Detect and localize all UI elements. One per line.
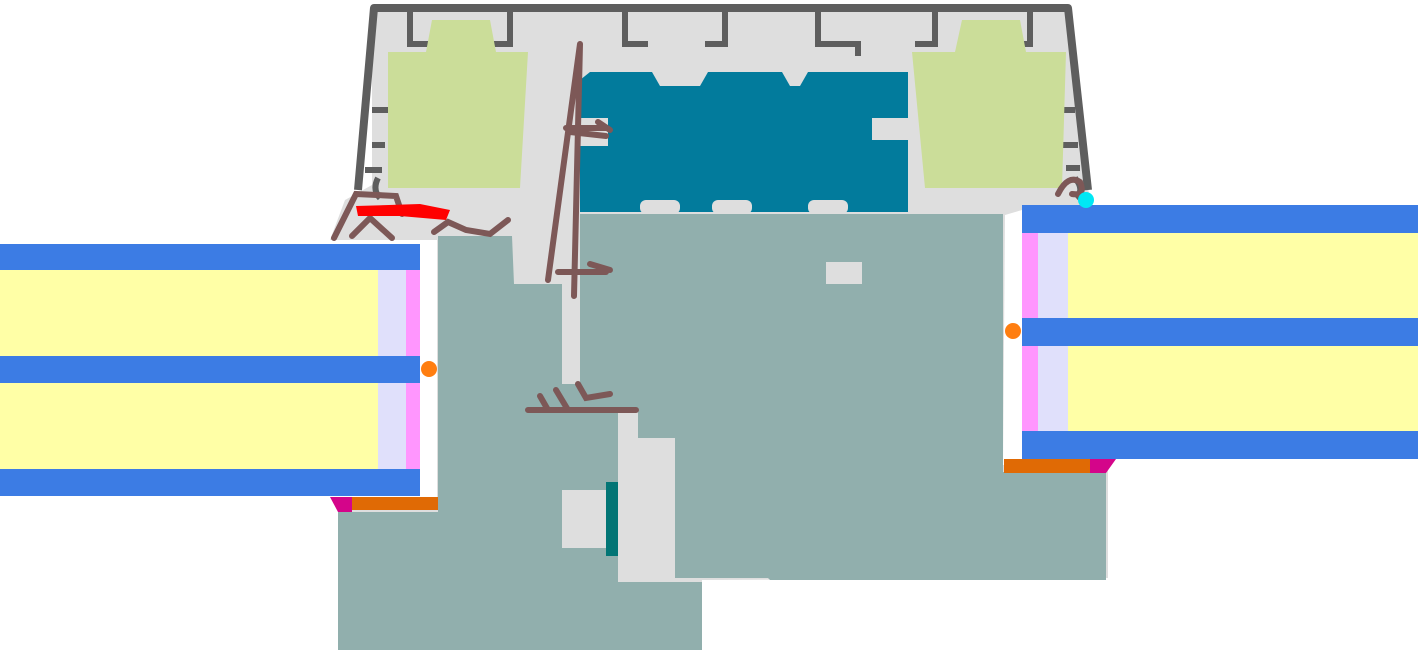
gas-left-2 bbox=[0, 383, 378, 469]
pane-left-3 bbox=[0, 469, 420, 496]
sash-slot bbox=[826, 262, 862, 284]
sash-lower-block bbox=[338, 384, 702, 650]
pane-right-3 bbox=[1022, 431, 1418, 459]
glazing-unit-right bbox=[1022, 205, 1418, 459]
gas-right-2 bbox=[1068, 346, 1418, 431]
gas-right-1 bbox=[1068, 233, 1418, 318]
hardware-channel bbox=[562, 490, 612, 548]
spacer-right-2 bbox=[1038, 346, 1068, 431]
pane-left-1 bbox=[0, 244, 420, 270]
edge-seal-right-2 bbox=[1022, 346, 1038, 431]
gasket-clip bbox=[431, 217, 511, 238]
spacer-right-1 bbox=[1038, 233, 1068, 318]
thermal-insert-right bbox=[912, 20, 1066, 188]
dot-marker-left bbox=[421, 361, 437, 377]
pane-right-1 bbox=[1022, 205, 1418, 233]
thermal-insert-left bbox=[388, 20, 528, 188]
gasket-lower bbox=[525, 381, 639, 413]
edge-seal-left-2 bbox=[406, 383, 420, 469]
corner-seal-right bbox=[1090, 459, 1116, 473]
edge-seal-right-1 bbox=[1022, 233, 1038, 318]
gasket-outer-right bbox=[1055, 176, 1085, 198]
steel-reinforcement-notches bbox=[640, 200, 848, 214]
pane-left-2 bbox=[0, 356, 420, 383]
glazing-unit-left bbox=[0, 244, 420, 496]
hardware-bar bbox=[606, 482, 618, 556]
pane-right-2 bbox=[1022, 318, 1418, 346]
glazing-gaskets bbox=[331, 41, 1085, 413]
corner-seal-left bbox=[330, 497, 352, 512]
setting-block-right bbox=[1004, 459, 1090, 473]
steel-reinforcement bbox=[580, 72, 908, 212]
dot-marker-right bbox=[1005, 323, 1021, 339]
gasket-vertical bbox=[545, 41, 583, 299]
setting-block-left bbox=[352, 497, 438, 510]
gas-left-1 bbox=[0, 270, 378, 356]
cyan-marker bbox=[1078, 192, 1094, 208]
edge-seal-left-1 bbox=[406, 270, 420, 356]
frame-outline bbox=[354, 4, 1092, 191]
spacer-left-2 bbox=[378, 383, 406, 469]
sash-body bbox=[438, 214, 1106, 580]
spacer-left-1 bbox=[378, 270, 406, 356]
gasket-red bbox=[356, 204, 450, 220]
